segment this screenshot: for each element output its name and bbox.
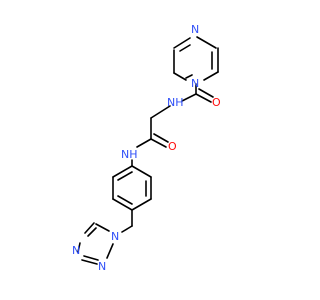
bond — [185, 74, 193, 79]
bond — [112, 198, 133, 211]
bond — [112, 165, 133, 178]
bond — [173, 72, 187, 81]
bond — [84, 222, 95, 234]
nitrogen-atom: N — [191, 23, 199, 36]
bond — [196, 36, 217, 49]
oxygen-atom: O — [168, 140, 177, 153]
nitrogen-atom: N — [111, 230, 119, 243]
bond — [81, 259, 98, 265]
bond — [83, 255, 99, 261]
bond — [95, 223, 110, 232]
bond — [87, 227, 97, 237]
bond — [136, 138, 152, 148]
bonds — [77, 36, 219, 265]
bond — [173, 37, 191, 49]
amide-nh-atom: NH — [121, 148, 138, 161]
bond — [121, 225, 133, 233]
bond — [181, 93, 197, 102]
bond — [117, 195, 133, 205]
nitrogen-atom: N — [72, 244, 80, 257]
oxygen-atom: O — [212, 96, 221, 109]
bond — [106, 243, 114, 259]
nitrogen-atom: N — [98, 260, 106, 273]
bond — [131, 198, 152, 211]
bond — [195, 93, 212, 103]
bond — [203, 71, 219, 81]
atom-labels: N N NH O O NH N N N — [72, 23, 221, 273]
bond — [179, 44, 191, 52]
bond — [117, 171, 133, 181]
bond — [77, 242, 81, 253]
bond — [198, 88, 214, 98]
amide-nh-atom: NH — [167, 96, 184, 109]
nitrogen-atom: N — [191, 77, 199, 90]
molecule-structure: N N NH O O NH N N N — [72, 23, 221, 273]
bond — [150, 138, 167, 148]
bond — [131, 165, 152, 178]
bond — [150, 105, 171, 119]
bond — [153, 133, 169, 143]
